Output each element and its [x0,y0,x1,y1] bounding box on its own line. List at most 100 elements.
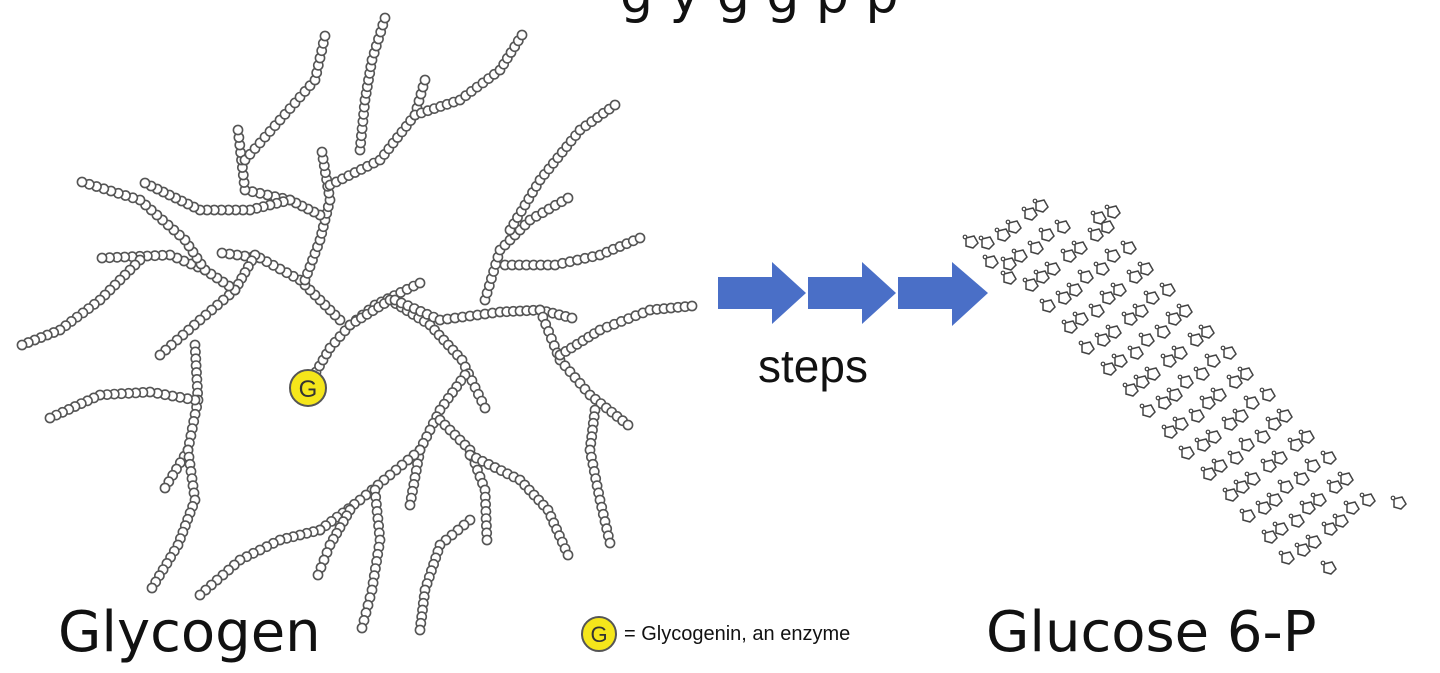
glucose-bead [414,277,426,289]
glucose-6-phosphate-icon [1033,269,1050,284]
glucose-bead [604,537,616,549]
glucose-bead [139,177,151,189]
legend: G = Glycogenin, an enzyme [581,616,850,652]
glucose-6-phosphate-icon [1066,282,1083,297]
glucose-6-phosphate-icon [1178,445,1195,460]
glucose-bead [419,74,431,86]
steps-arrows [718,262,988,326]
glucose-6-phosphate-icon [1220,345,1237,360]
steps-label: steps [758,340,868,392]
glucose-6-phosphate-icon [1161,424,1178,439]
glycogenin-core-symbol: G [299,376,318,403]
glucose-6-phosphate-icon [1332,513,1349,528]
glucose-6-phosphate-icon [1044,261,1061,276]
glucose-6-phosphate-icon [1320,560,1337,575]
glucose-bead [562,549,574,561]
glucose-6-phosphate-icon [1111,353,1128,368]
glucose-6-phosphate-icon [1320,450,1337,465]
glucose-6-phosphate-icon [1133,374,1150,389]
glucose-bead [566,312,578,324]
glucose-bead [76,176,88,188]
glucose-bead [622,419,634,431]
glucose-bead [16,339,28,351]
glucose-6-phosphate-icon [1310,492,1327,507]
glucose-6-phosphate-icon [1259,387,1276,402]
glucose-6-phosphate-icon [1060,248,1077,263]
glucose-6-phosphate-icon [1198,324,1215,339]
glucose-6-phosphate-icon [1088,303,1105,318]
glucose-6-phosphate-icon [1210,387,1227,402]
glucose-6-phosphate-icon [1237,366,1254,381]
glucose-6-phosphate-icon [1000,270,1017,285]
glucose-6-phosphate-icon [1099,290,1116,305]
glucose-6-phosphate-icon [1121,311,1138,326]
glucose-6-phosphate-icon [1188,408,1205,423]
glucose-6-phosphate-icon [1260,458,1277,473]
glucose-6-phosphate-icon [1090,210,1107,225]
glucose-6-phosphate-icon [1187,332,1204,347]
glucose-6-phosphate-icon [1054,219,1071,234]
glucose-6-phosphate-icon [1022,277,1039,292]
glucose-6-phosphate-icon [1305,534,1322,549]
glucose-bead [316,146,328,158]
glucose-6-phosphate-icon [1138,332,1155,347]
glucose-6-phosphate-icon [1239,508,1256,523]
glucose-6-phosphate-icon [1254,429,1271,444]
glucose-bead [44,412,56,424]
glucose-6-phosphate-icon [962,234,979,249]
glucose-6-phosphate-icon [1122,382,1139,397]
glucose-6-phosphate-icon [994,227,1011,242]
right-block-arrow-icon [808,262,896,324]
glucose-6-phosphate-icon [1337,471,1354,486]
glucose-bead [216,247,228,259]
glucose-6-phosphate-icon [978,235,995,250]
glucose-6-phosphate-icon [1165,311,1182,326]
glucose-6-phosphate-icon [1172,416,1189,431]
glucose-6-phosphate-icon [1298,429,1315,444]
glucose-6-phosphate-icon [1359,492,1376,507]
glucose-6-phosphate-icon [1071,240,1088,255]
glucose-6-phosphate-icon [1104,204,1121,219]
glucose-6-phosphate-icon [1177,374,1194,389]
legend-symbol: G [590,622,607,647]
glucose-6-phosphate-icon [982,254,999,269]
glucose-6-phosphate-icon [1304,458,1321,473]
glycogenin-circle-icon [581,616,617,652]
glucose-6-phosphate-icon [1139,403,1156,418]
glucose-bead [159,482,171,494]
glucose-bead [146,582,158,594]
glucose-6-phosphate-icon [1211,458,1228,473]
glucose-6-phosphate-icon [1326,479,1343,494]
glucose-6-phosphate-icon [1077,269,1094,284]
glucose-6-phosphate-icon [1159,282,1176,297]
glucose-6-phosphate-icon [1166,387,1183,402]
glucose-6-phosphate-icon [1265,416,1282,431]
glucose-6-phosphate-icon [1000,256,1017,271]
glucose-bead [479,402,491,414]
glucose-6-phosphate-icon [1287,437,1304,452]
legend-text: = Glycogenin, an enzyme [624,623,850,645]
glucose-bead [96,252,108,264]
glucose-6-phosphate-icon [1271,450,1288,465]
glucose-bead [154,349,166,361]
glucose-6-phosphate-icon [1132,303,1149,318]
glucose-6-phosphate-icon [1238,437,1255,452]
glucose-6-phosphate-icon [1072,311,1089,326]
glucose-bead [194,589,206,601]
glucose-6-phosphate-icon [1200,466,1217,481]
right-block-arrow-icon [898,262,988,326]
glucose-6-phosphate-icon [1078,340,1095,355]
glucose-6-phosphate-icon [1104,248,1121,263]
glucose-6-phosphate-icon [1227,450,1244,465]
glucose-6-phosphate-icon [1087,227,1104,242]
glucose-6-phosphate-icon [1205,429,1222,444]
glucose-6-phosphate-icon [1021,206,1038,221]
cropped-title: g y g g p p [620,0,898,25]
glucose-6-phosphate-icon [1294,542,1311,557]
glucose-6-phosphate-icon [1199,395,1216,410]
glucose-6-phosphate-pile [962,198,1407,575]
glucose-bead [686,300,698,312]
glucose-6-phosphate-icon [1176,303,1193,318]
glucose-6-phosphate-icon [1154,324,1171,339]
